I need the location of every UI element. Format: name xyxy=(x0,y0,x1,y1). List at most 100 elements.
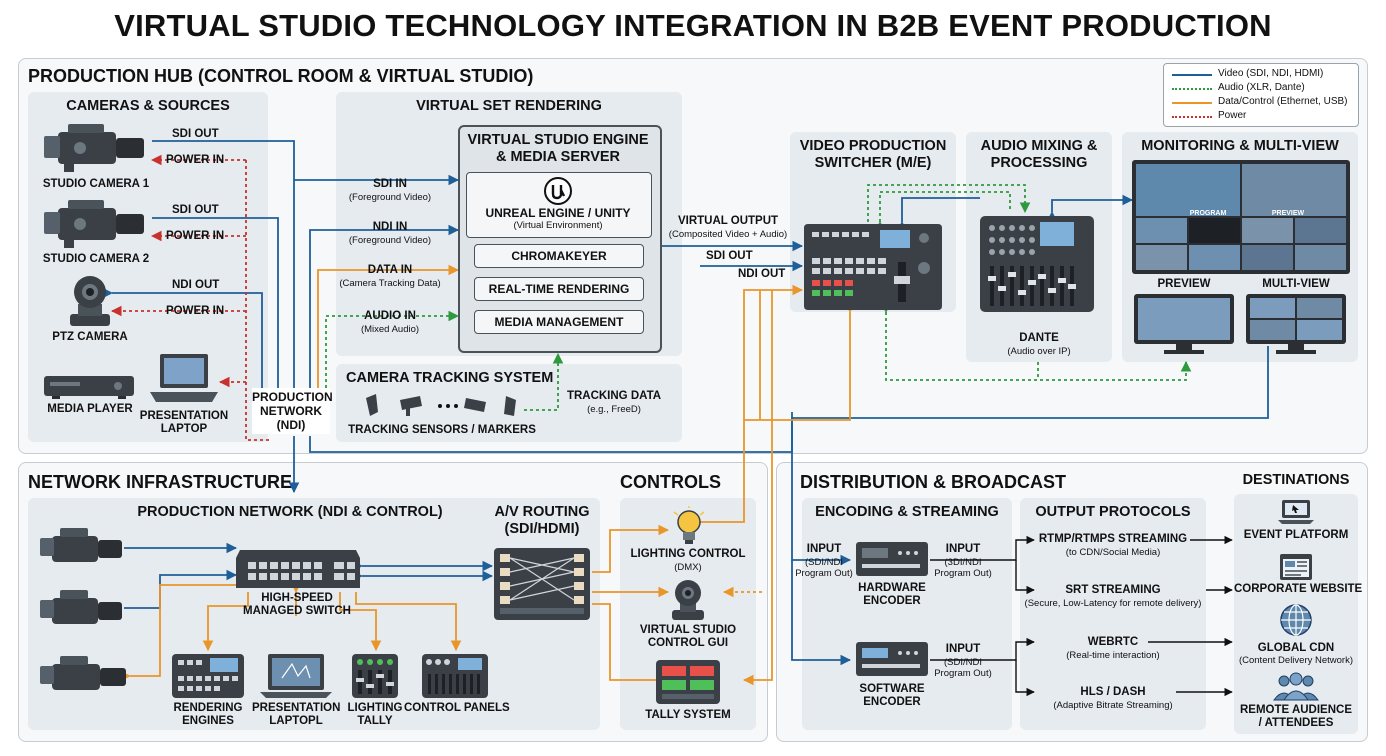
tracking-sensors-icon xyxy=(366,394,516,416)
virtual-set-title: VIRTUAL SET RENDERING xyxy=(416,98,602,114)
remote-audience-label: REMOTE AUDIENCE / ATTENDEES xyxy=(1239,704,1353,729)
protocol-rtmp-label: RTMP/RTMPS STREAMING xyxy=(1038,533,1188,545)
legend: Video (SDI, NDI, HDMI) Audio (XLR, Dante… xyxy=(1163,63,1359,127)
studio-camera-2-label: STUDIO CAMERA 2 xyxy=(42,253,150,265)
cam1-sdi-out-label: SDI OUT xyxy=(172,128,219,140)
switcher-title: VIDEO PRODUCTION SWITCHER (M/E) xyxy=(799,138,947,171)
cameras-sources-title: CAMERAS & SOURCES xyxy=(66,98,230,114)
prod-network-title: PRODUCTION NETWORK (NDI & CONTROL) xyxy=(137,504,443,520)
sdi-in-sub: (Foreground Video) xyxy=(348,192,432,203)
rendering-engines-label: RENDERING ENGINES xyxy=(173,702,243,727)
global-cdn-sub: (Content Delivery Network) xyxy=(1238,655,1354,666)
studio-camera-1-icon xyxy=(44,124,144,172)
network-camera-3-icon xyxy=(40,656,126,690)
unreal-engine-logo-icon xyxy=(544,177,572,205)
distribution-title: DISTRIBUTION & BROADCAST xyxy=(800,472,1066,492)
protocol-srt-sub: (Secure, Low-Latency for remote delivery… xyxy=(1024,598,1202,609)
tracking-data-label: TRACKING DATA xyxy=(566,390,662,402)
production-network-ndi-label: PRODUCTION NETWORK (NDI) xyxy=(252,388,333,434)
av-router-icon xyxy=(494,548,590,620)
control-panels-icon xyxy=(422,654,488,698)
protocol-srt-label: SRT STREAMING xyxy=(1065,584,1161,596)
encoding-title: ENCODING & STREAMING xyxy=(815,504,999,520)
virtual-output-label: VIRTUAL OUTPUT xyxy=(677,215,779,227)
audio-in-sub: (Mixed Audio) xyxy=(360,324,420,335)
tracking-title: CAMERA TRACKING SYSTEM xyxy=(346,370,554,386)
virtual-studio-gui-icon xyxy=(672,580,704,620)
hw-input-label: INPUT xyxy=(806,543,842,555)
protocol-hls-sub: (Adaptive Bitrate Streaming) xyxy=(1053,700,1173,711)
hardware-encoder-label: HARDWARE ENCODER xyxy=(858,582,926,607)
virtual-studio-gui-label: VIRTUAL STUDIO CONTROL GUI xyxy=(639,624,737,649)
multiview-label: MULTI-VIEW xyxy=(1262,278,1330,290)
av-routing-title: A/V ROUTING (SDI/HDMI) xyxy=(494,504,590,537)
global-cdn-label: GLOBAL CDN xyxy=(1257,642,1335,654)
media-player-label: MEDIA PLAYER xyxy=(47,403,133,415)
presentation-laptop-icon xyxy=(150,354,218,402)
dante-sub: (Audio over IP) xyxy=(1007,346,1071,357)
global-cdn-icon xyxy=(1280,604,1312,636)
video-switcher-icon xyxy=(804,224,942,310)
engine-title: VIRTUAL STUDIO ENGINE & MEDIA SERVER xyxy=(467,132,649,165)
protocol-rtmp-sub: (to CDN/Social Media) xyxy=(1065,547,1161,558)
data-in-sub: (Camera Tracking Data) xyxy=(339,278,441,289)
engine-sdi-out-label: SDI OUT xyxy=(706,250,753,262)
software-encoder-label: SOFTWARE ENCODER xyxy=(859,683,925,708)
engine-ndi-out-label: NDI OUT xyxy=(738,268,786,280)
media-management-box: MEDIA MANAGEMENT xyxy=(474,310,644,334)
ptz-power-in-label: POWER IN xyxy=(166,305,225,317)
tally-system-icon xyxy=(656,660,720,704)
data-in-label: DATA IN xyxy=(367,264,413,276)
network-infrastructure-title: NETWORK INFRASTRUCTURE xyxy=(28,472,292,492)
tracking-sensors-label: TRACKING SENSORS / MARKERS xyxy=(348,424,536,436)
event-platform-label: EVENT PLATFORM xyxy=(1243,529,1349,541)
unreal-engine-label: UNREAL ENGINE / UNITY xyxy=(485,206,631,220)
remote-audience-icon xyxy=(1273,672,1319,701)
multiview-wall-screens xyxy=(1136,164,1346,270)
media-player-icon xyxy=(44,376,134,399)
audio-mixer-icon xyxy=(980,216,1094,312)
studio-camera-2-icon xyxy=(44,200,144,248)
cam2-sdi-out-label: SDI OUT xyxy=(172,204,219,216)
software-encoder-icon xyxy=(856,642,928,676)
diagram-title: VIRTUAL STUDIO TECHNOLOGY INTEGRATION IN… xyxy=(114,8,1272,43)
chromakeyer-box: CHROMAKEYER xyxy=(474,244,644,268)
ptz-ndi-out-label: NDI OUT xyxy=(172,279,220,291)
managed-switch-icon xyxy=(236,550,360,588)
monitoring-title: MONITORING & MULTI-VIEW xyxy=(1141,138,1339,154)
audio-title: AUDIO MIXING & PROCESSING xyxy=(980,138,1098,171)
cam2-power-in-label: POWER IN xyxy=(166,230,225,242)
event-platform-icon xyxy=(1278,500,1314,524)
controls-title: CONTROLS xyxy=(620,472,721,492)
multiview-monitor-icon xyxy=(1246,294,1346,354)
preview-label: PREVIEW xyxy=(1157,278,1211,290)
rendering-engines-icon xyxy=(172,654,244,698)
encoding-panel xyxy=(802,498,1012,730)
real-time-rendering-box: REAL-TIME RENDERING xyxy=(474,277,644,301)
sw-input-label: INPUT xyxy=(945,643,981,655)
corporate-website-icon xyxy=(1280,554,1312,580)
hardware-encoder-icon xyxy=(856,542,928,576)
protocol-webrtc-sub: (Real-time interaction) xyxy=(1066,650,1160,661)
protocols-panel xyxy=(1020,498,1206,730)
presentation-laptop-label: PRESENTATION LAPTOP xyxy=(139,410,229,435)
lighting-control-sub: (DMX) xyxy=(674,562,702,573)
lighting-tally-icon xyxy=(352,654,398,698)
cam1-power-in-label: POWER IN xyxy=(166,154,225,166)
hw-input2-label: INPUT xyxy=(945,543,981,555)
audio-in-label: AUDIO IN xyxy=(364,310,416,322)
network-camera-2-icon xyxy=(40,590,122,624)
unreal-engine-sub: (Virtual Environment) xyxy=(513,220,603,231)
corporate-website-label: CORPORATE WEBSITE xyxy=(1234,583,1363,595)
studio-camera-1-label: STUDIO CAMERA 1 xyxy=(42,178,150,190)
ptz-camera-icon xyxy=(70,276,110,326)
dante-label: DANTE xyxy=(1019,332,1059,344)
lighting-tally-label: LIGHTING TALLY xyxy=(347,702,403,727)
tally-system-label: TALLY SYSTEM xyxy=(645,709,731,721)
sw-input-sub: (SDI/NDI Program Out) xyxy=(934,657,992,679)
preview-screen-label: PREVIEW xyxy=(1271,210,1305,217)
hw-input-sub: (SDI/NDI Program Out) xyxy=(795,557,853,579)
ndi-in-sub: (Foreground Video) xyxy=(348,235,432,246)
control-panels-label: CONTROL PANELS xyxy=(404,702,510,714)
